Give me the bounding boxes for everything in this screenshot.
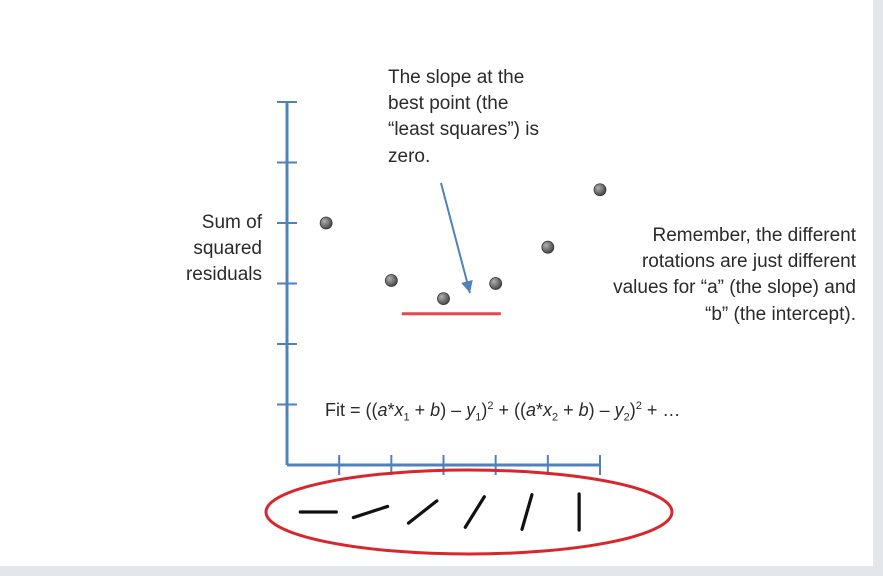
formula-part: ) – [440, 400, 467, 420]
formula-var-a: a [377, 400, 388, 420]
window-frame-right [873, 0, 883, 576]
rotation-line [463, 495, 486, 529]
formula-subscript: 2 [552, 411, 559, 424]
callout-line: “least squares”) is [388, 119, 539, 141]
formula-subscript: 1 [403, 411, 410, 424]
remember-line: Remember, the different [652, 225, 856, 246]
formula-var-y: y [614, 400, 624, 420]
formula-var-y: y [466, 400, 476, 420]
y-axis-label-line: squared [193, 238, 262, 260]
rotation-illustration [264, 468, 674, 556]
callout-line: zero. [388, 145, 431, 167]
chart-marks [319, 182, 607, 316]
formula-var-x: x [394, 400, 404, 420]
formula-part: ) [481, 400, 488, 420]
data-point [319, 216, 333, 230]
callout-line: best point (the [388, 93, 509, 115]
formula-part: ) – [588, 400, 615, 420]
remember-note: Remember, the different rotations are ju… [560, 223, 856, 328]
y-axis-label-line: Sum of [201, 212, 262, 233]
slope-callout: The slope at the best point (the “least … [388, 65, 539, 170]
fit-formula: Fit = ((a*x1 + b) – y1)2 + ((a*x2 + b) –… [325, 398, 680, 426]
remember-line: values for “a” (the slope) and [613, 277, 856, 299]
formula-part: + [558, 400, 579, 420]
formula-superscript: 2 [487, 400, 494, 412]
formula-part: * [535, 400, 543, 420]
remember-line: rotations are just different [641, 251, 856, 273]
formula-part: + (( [493, 400, 526, 420]
callout-arrow [440, 182, 473, 294]
formula-part: * [387, 400, 395, 420]
formula-var-x: x [543, 400, 552, 420]
window-frame-bottom [0, 566, 883, 576]
formula-part: Fit = (( [325, 400, 378, 420]
formula-part: + … [641, 400, 681, 420]
formula-var-b: b [430, 400, 441, 420]
formula-var-a: a [525, 400, 536, 420]
formula-subscript: 2 [623, 411, 630, 424]
rotation-line [351, 504, 390, 520]
y-axis-label-line: residuals [185, 264, 262, 286]
data-point [593, 183, 607, 197]
rotation-line [520, 493, 534, 531]
data-point [541, 240, 555, 254]
formula-var-b: b [578, 400, 589, 420]
data-point [384, 274, 398, 287]
rotations-ellipse [264, 468, 674, 556]
formula-subscript: 1 [475, 411, 482, 424]
data-point [437, 292, 450, 306]
formula-part: + [409, 400, 431, 420]
rotation-line [406, 499, 439, 525]
y-axis-label: Sum of squared residuals [170, 210, 262, 289]
remember-line: “b” (the intercept). [705, 303, 856, 325]
formula-superscript: 2 [635, 400, 642, 412]
callout-line: The slope at the [388, 67, 525, 88]
formula-part: ) [629, 400, 636, 420]
data-point [489, 277, 503, 290]
